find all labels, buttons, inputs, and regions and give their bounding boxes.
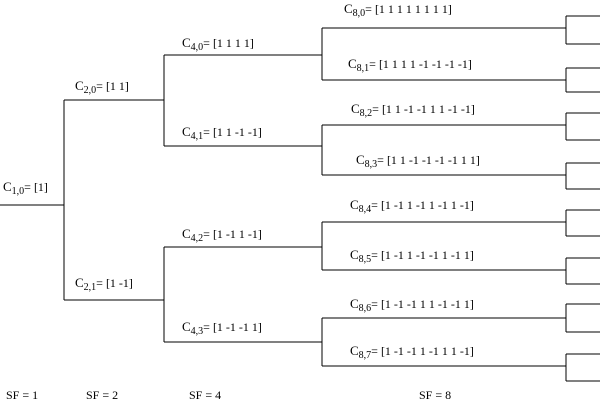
leaf-fork: [565, 209, 600, 237]
code-label-c8-7: C8,7= [1 -1 -1 1 -1 1 1 -1]: [350, 343, 474, 361]
code-label-c2-0: C2,0= [1 1]: [75, 78, 129, 96]
leaf-fork: [565, 257, 600, 285]
code-label-c1-0: C1,0= [1]: [3, 179, 48, 197]
sf-label-4: SF = 4: [189, 388, 222, 402]
code-label-c8-0: C8,0= [1 1 1 1 1 1 1 1]: [344, 1, 452, 19]
leaf-fork: [565, 67, 600, 93]
code-label-c4-1: C4,1= [1 1 -1 -1]: [182, 124, 262, 142]
code-label-c2-1: C2,1= [1 -1]: [75, 275, 133, 293]
code-label-c4-2: C4,2= [1 -1 1 -1]: [182, 226, 262, 244]
code-label-c8-1: C8,1= [1 1 1 1 -1 -1 -1 -1]: [348, 56, 472, 74]
leaf-fork: [565, 353, 600, 382]
code-label-c4-3: C4,3= [1 -1 -1 1]: [182, 319, 262, 337]
sf-label-1: SF = 1: [6, 388, 39, 402]
code-label-c8-3: C8,3= [1 1 -1 -1 -1 -1 1 1]: [356, 152, 480, 170]
code-label-c8-2: C8,2= [1 1 -1 -1 1 1 -1 -1]: [351, 101, 475, 119]
leaf-fork: [565, 303, 600, 333]
code-label-c8-5: C8,5= [1 -1 1 -1 -1 1 -1 1]: [350, 247, 474, 265]
leaf-fork: [565, 15, 600, 45]
sf-label-2: SF = 2: [86, 388, 119, 402]
leaf-fork: [565, 112, 600, 141]
code-label-c4-0: C4,0= [1 1 1 1]: [182, 35, 254, 53]
code-label-c8-6: C8,6= [1 -1 -1 1 1 -1 -1 1]: [350, 296, 474, 314]
leaf-fork: [565, 162, 600, 190]
sf-label-8: SF = 8: [419, 388, 452, 402]
code-label-c8-4: C8,4= [1 -1 1 -1 1 -1 1 -1]: [350, 197, 474, 215]
